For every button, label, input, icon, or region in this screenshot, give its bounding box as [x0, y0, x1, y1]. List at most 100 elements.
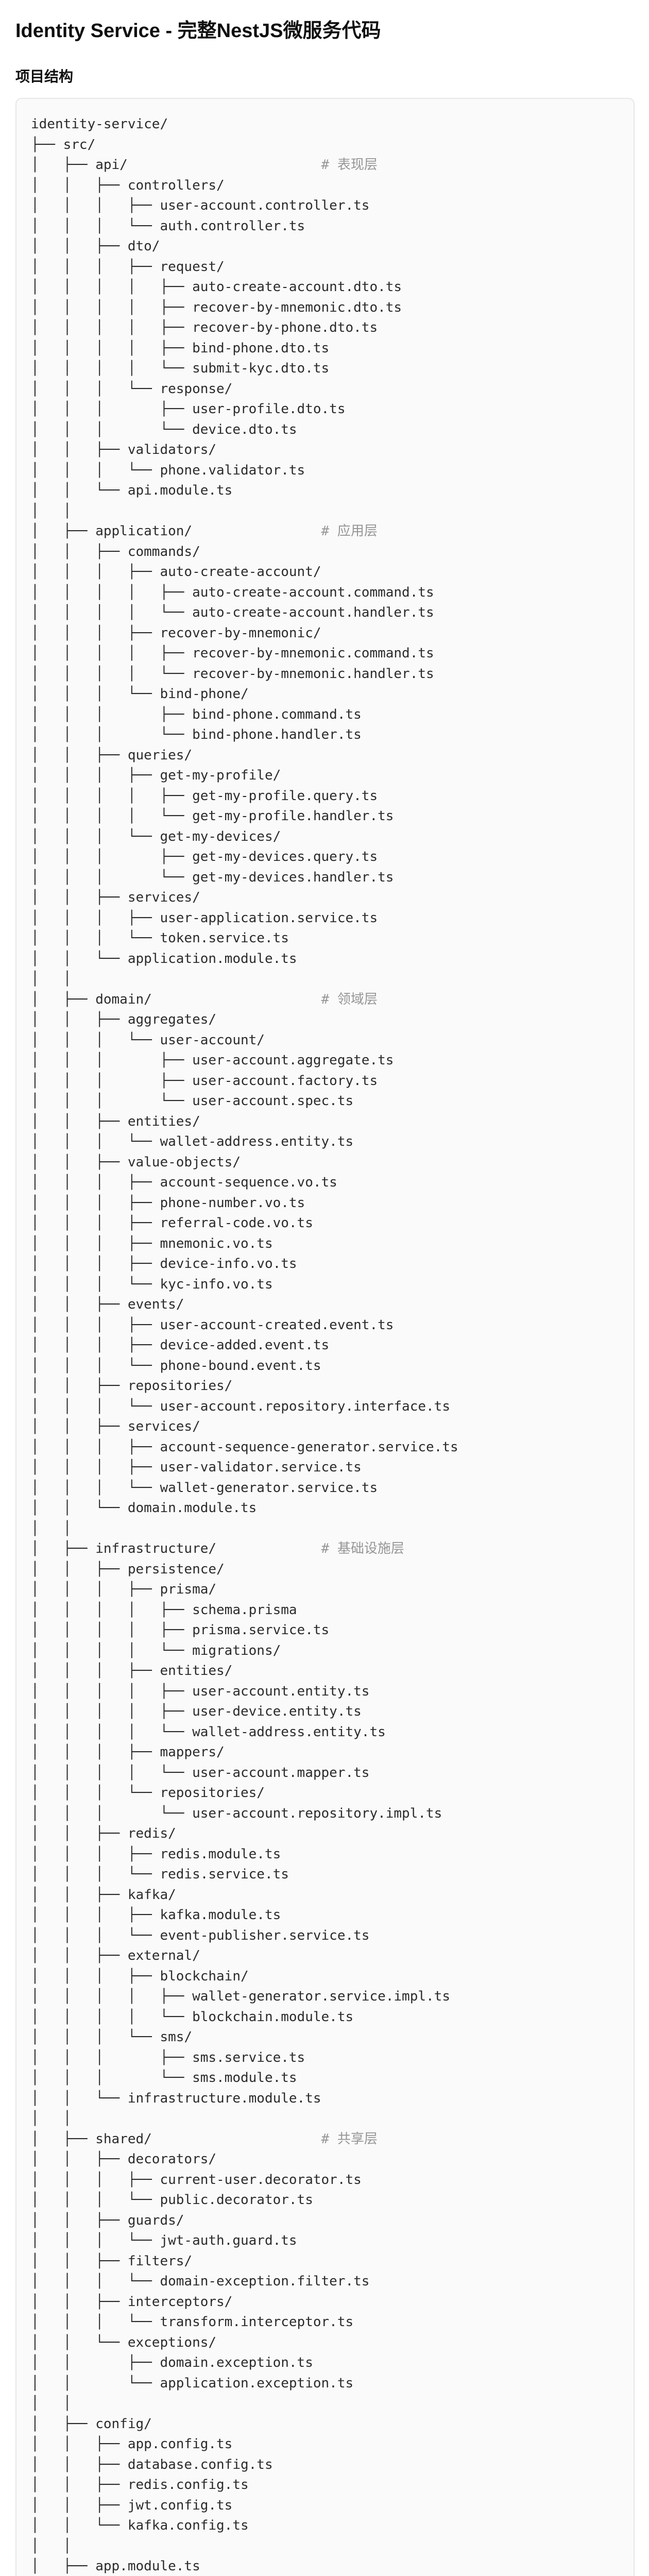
code-line: │ │: [31, 503, 72, 519]
code-line: │ │ ├── redis.config.ts: [31, 2477, 249, 2493]
code-line: │ ├── application/ # 应用层: [31, 523, 378, 539]
code-line: │ │ ├── persistence/: [31, 1561, 225, 1577]
code-line: │ │ ├── aggregates/: [31, 1012, 217, 1027]
code-line: │ │ │ └── sms.module.ts: [31, 2070, 297, 2086]
code-line: │ │ │ │ └── migrations/: [31, 1642, 281, 1658]
code-line: │ │ │ └── user-account.repository.impl.t…: [31, 1805, 442, 1821]
code-line: │ │ ├── services/: [31, 1419, 200, 1434]
code-line: │ │ └── api.module.ts: [31, 483, 233, 498]
code-line: │ │ │ ├── account-sequence-generator.ser…: [31, 1439, 458, 1455]
code-line: │ │ │ └── bind-phone/: [31, 686, 249, 702]
code-line: │ │ │ │ ├── schema.prisma: [31, 1602, 297, 1618]
code-line: │ ├── infrastructure/ # 基础设施层: [31, 1541, 404, 1556]
page-title: Identity Service - 完整NestJS微服务代码: [15, 20, 381, 42]
code-line: │ │ │ ├── kafka.module.ts: [31, 1907, 281, 1923]
code-line: │ │ ├── app.config.ts: [31, 2436, 233, 2452]
code-line: │ │ │ ├── prisma/: [31, 1582, 217, 1597]
code-line: │ │ │ ├── user-account.controller.ts: [31, 198, 370, 213]
code-line: │ │ │ │ └── wallet-address.entity.ts: [31, 1724, 386, 1740]
code-line: │ │ │ └── get-my-devices/: [31, 828, 281, 844]
code-line: │ │ │ │ ├── wallet-generator.service.imp…: [31, 1989, 450, 2004]
code-line: │ │ │ │ ├── bind-phone.dto.ts: [31, 340, 330, 356]
code-line: │ │ │ ├── recover-by-mnemonic/: [31, 625, 321, 641]
section-heading-project-structure: 项目结构: [15, 69, 74, 84]
code-line: │ │: [31, 2396, 72, 2411]
code-line: │ │ ├── jwt.config.ts: [31, 2497, 233, 2513]
code-line: │ │ │ ├── user-account.factory.ts: [31, 1073, 378, 1089]
file-tree: identity-service/ ├── src/ │ ├── api/ # 表现…: [31, 114, 619, 2576]
code-line: │ │ │ ├── phone-number.vo.ts: [31, 1195, 305, 1211]
code-line: │ │ │ ├── blockchain/: [31, 1968, 249, 1984]
code-line: │ │ │ ├── user-application.service.ts: [31, 910, 378, 926]
code-comment: # 基础设施层: [321, 1541, 404, 1556]
code-line: │ │ └── exceptions/: [31, 2334, 217, 2350]
code-line: │ │ │ └── get-my-devices.handler.ts: [31, 869, 394, 885]
code-line: │ │ ├── commands/: [31, 544, 200, 560]
code-line: │ │ │ └── domain-exception.filter.ts: [31, 2274, 370, 2289]
code-line: │ │ ├── domain.exception.ts: [31, 2355, 313, 2370]
code-line: │ │ └── domain.module.ts: [31, 1500, 257, 1516]
code-line: │ │ ├── database.config.ts: [31, 2456, 273, 2472]
code-line: │ │ │ │ └── blockchain.module.ts: [31, 2009, 354, 2025]
code-comment: # 共享层: [321, 2131, 378, 2147]
code-line: │ │ │ └── auth.controller.ts: [31, 218, 305, 234]
code-line: │ │ ├── services/: [31, 890, 200, 905]
code-line: │ │ │ └── redis.service.ts: [31, 1867, 289, 1882]
code-line: │ │ ├── dto/: [31, 239, 160, 254]
code-line: │ │ │ └── user-account.spec.ts: [31, 1093, 354, 1109]
code-line: │ │ │ └── response/: [31, 381, 233, 397]
code-line: │ │ └── kafka.config.ts: [31, 2518, 249, 2533]
code-line: │ │ │ │ ├── auto-create-account.command.…: [31, 584, 434, 600]
code-line: │ │ │ ├── mappers/: [31, 1744, 225, 1760]
code-line: │ │ │ ├── bind-phone.command.ts: [31, 706, 362, 722]
code-line: │ │ ├── validators/: [31, 442, 217, 457]
code-line: │ │ └── application.exception.ts: [31, 2375, 354, 2391]
code-line: │ │ └── infrastructure.module.ts: [31, 2090, 321, 2106]
code-line: identity-service/: [31, 116, 168, 132]
code-line: │ │: [31, 2538, 72, 2554]
code-line: │ │ │ └── device.dto.ts: [31, 421, 297, 437]
code-line: ├── src/: [31, 137, 96, 152]
code-line: │ │ │ ├── user-validator.service.ts: [31, 1460, 362, 1475]
code-line: │ ├── app.module.ts: [31, 2558, 200, 2574]
code-line: │ │ │ │ ├── user-account.entity.ts: [31, 1683, 370, 1699]
code-line: │ │: [31, 971, 72, 987]
code-comment: # 领域层: [321, 991, 378, 1007]
code-line: │ │ │ └── phone.validator.ts: [31, 462, 305, 478]
code-block-project-structure: identity-service/ ├── src/ │ ├── api/ # 表现…: [15, 98, 635, 2576]
code-line: │ │ ├── queries/: [31, 747, 193, 763]
code-line: │ │ │ │ ├── recover-by-mnemonic.dto.ts: [31, 299, 402, 315]
code-comment: # 表现层: [321, 157, 378, 173]
code-line: │ │ │ └── kyc-info.vo.ts: [31, 1276, 273, 1292]
code-line: │ │ ├── controllers/: [31, 177, 225, 193]
code-line: │ │ │ ├── account-sequence.vo.ts: [31, 1175, 337, 1190]
code-line: │ │ │ ├── get-my-devices.query.ts: [31, 849, 378, 865]
code-line: │ │ │ └── repositories/: [31, 1785, 265, 1801]
code-line: │ ├── shared/ # 共享层: [31, 2131, 378, 2147]
code-line: │ │ │ │ └── auto-create-account.handler.…: [31, 605, 434, 620]
code-line: │ │ │ │ └── recover-by-mnemonic.handler.…: [31, 666, 434, 682]
code-line: │ │ ├── entities/: [31, 1113, 200, 1129]
code-line: │ ├── api/ # 表现层: [31, 157, 378, 173]
code-comment: # 应用层: [321, 523, 378, 539]
code-line: │ │ │ │ ├── user-device.entity.ts: [31, 1704, 362, 1719]
code-line: │ │ │ ├── device-added.event.ts: [31, 1337, 330, 1353]
code-line: │ │ ├── decorators/: [31, 2151, 217, 2167]
code-line: │ │ │ └── bind-phone.handler.ts: [31, 727, 362, 742]
code-line: │ │ │ ├── sms.service.ts: [31, 2049, 305, 2065]
code-line: │ │ └── application.module.ts: [31, 951, 297, 967]
code-line: │ │ │ ├── user-profile.dto.ts: [31, 401, 346, 417]
code-line: │ │ │ │ ├── recover-by-phone.dto.ts: [31, 320, 378, 335]
code-line: │ │ │ ├── entities/: [31, 1663, 233, 1679]
code-line: │ │: [31, 2111, 72, 2126]
code-line: │ │ │ ├── auto-create-account/: [31, 564, 321, 580]
code-line: │ │ │ └── sms/: [31, 2029, 193, 2045]
code-line: │ │ │ └── phone-bound.event.ts: [31, 1358, 321, 1374]
code-line: │ │ │ └── user-account.repository.interf…: [31, 1398, 450, 1414]
code-line: │ │ ├── repositories/: [31, 1378, 233, 1394]
code-line: │ │ │ │ └── submit-kyc.dto.ts: [31, 361, 330, 376]
code-line: │ │ │ └── token.service.ts: [31, 930, 289, 946]
code-line: │ │ ├── guards/: [31, 2212, 184, 2228]
code-line: │ │ │ │ ├── get-my-profile.query.ts: [31, 788, 378, 804]
